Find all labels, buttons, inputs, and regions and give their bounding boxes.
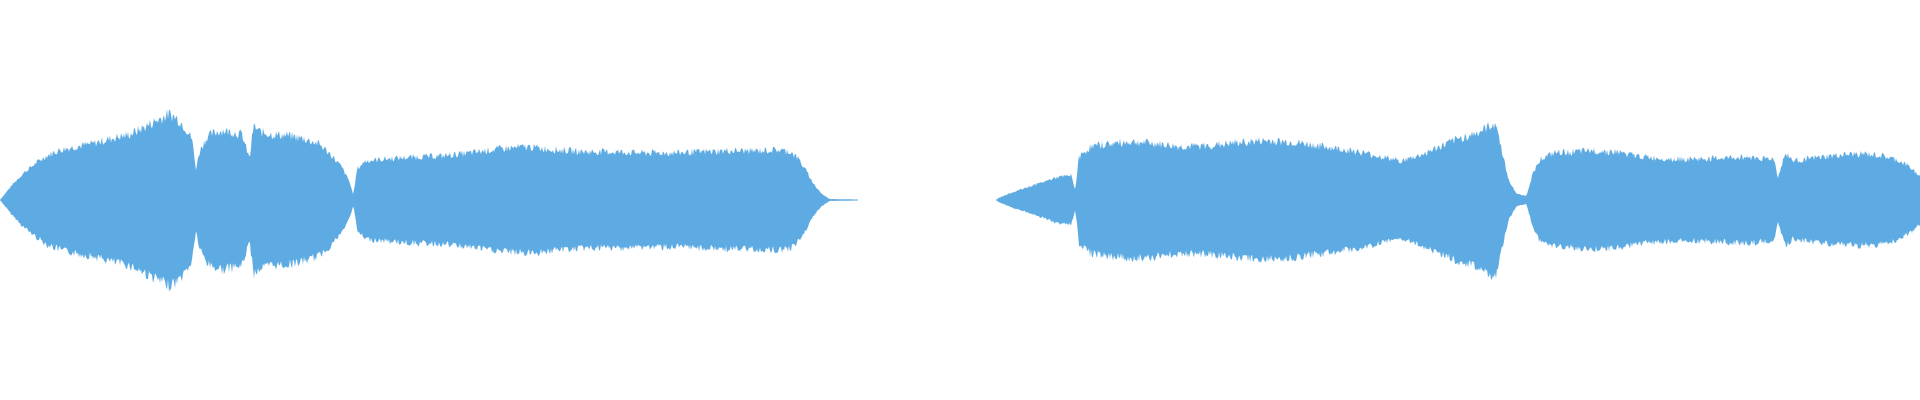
waveform-region-2 (996, 122, 1920, 280)
waveform-region-1 (0, 109, 858, 293)
waveform-group (0, 109, 1920, 293)
